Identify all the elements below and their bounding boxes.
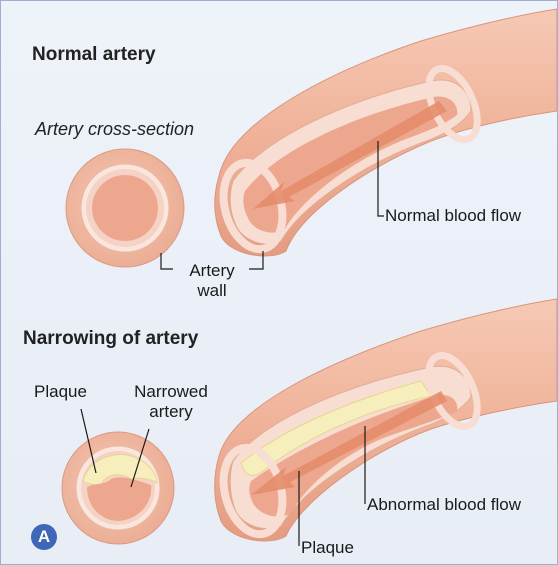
narrowed-label-line2: artery xyxy=(126,402,216,422)
cross-section-label: Artery cross-section xyxy=(35,119,194,140)
narrowed-cross-section xyxy=(62,432,174,544)
artery-wall-label: Artery wall xyxy=(177,261,247,301)
artery-wall-label-line2: wall xyxy=(177,281,247,301)
normal-artery-title: Normal artery xyxy=(32,44,156,66)
abnormal-flow-label: Abnormal blood flow xyxy=(367,495,521,515)
panel-badge: A xyxy=(31,524,57,550)
narrowed-artery-label: Narrowed artery xyxy=(126,382,216,422)
normal-flow-label: Normal blood flow xyxy=(385,206,521,226)
normal-cross-section xyxy=(66,149,184,267)
narrowed-label-line1: Narrowed xyxy=(126,382,216,402)
plaque-label-left: Plaque xyxy=(34,382,87,402)
narrowing-title: Narrowing of artery xyxy=(23,328,198,350)
artery-wall-label-line1: Artery xyxy=(177,261,247,281)
plaque-label-bottom: Plaque xyxy=(301,538,354,558)
